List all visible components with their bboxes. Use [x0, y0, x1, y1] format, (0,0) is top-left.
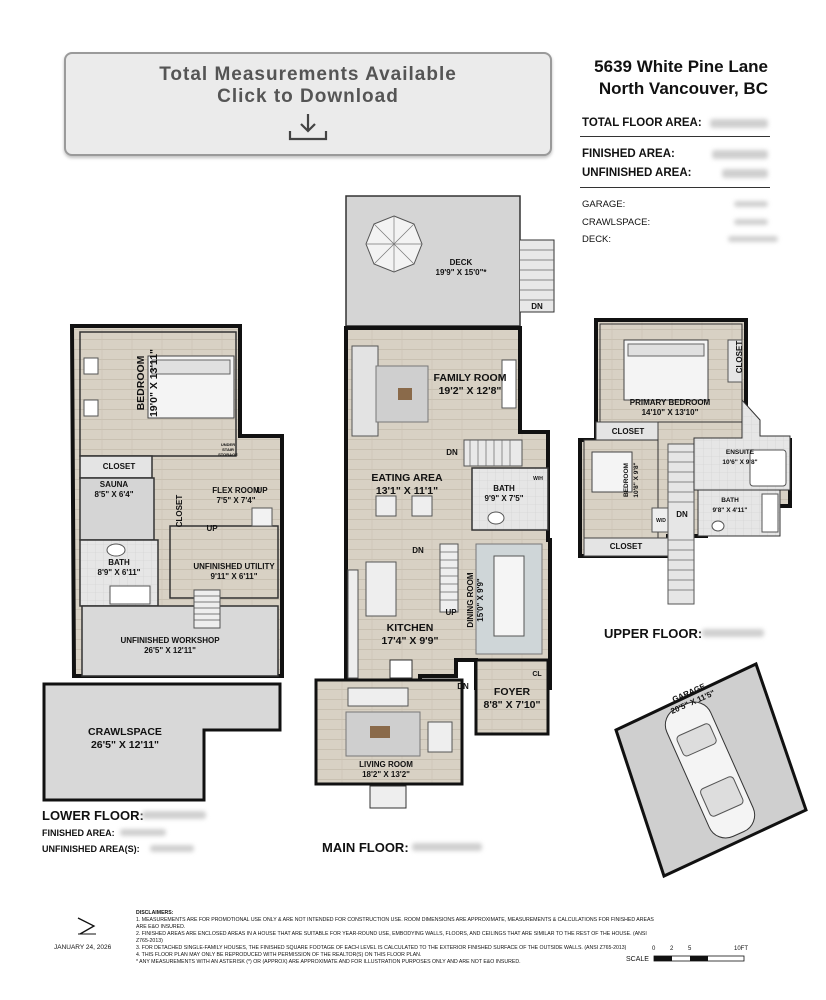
scale-label: SCALE	[626, 956, 649, 963]
scale-tick-label: 10FT	[734, 946, 749, 952]
divider	[580, 187, 770, 188]
scale-tick-label: 2	[670, 946, 674, 952]
flex-room-label: FLEX ROOM 7'5" X 7'4"	[212, 486, 260, 505]
upper-floor-area-value	[702, 629, 764, 637]
crawlspace-label: CRAWLSPACE 26'5" X 12'11"	[88, 726, 162, 751]
main-floor-area-value	[412, 843, 482, 851]
main-floor-title: MAIN FLOOR:	[322, 840, 409, 855]
upper-floor-plan	[578, 318, 792, 605]
family-room-label: FAMILY ROOM 19'2" X 12'8"	[433, 372, 507, 397]
lower-floor-plan	[42, 324, 284, 802]
primary-bedroom-label: PRIMARY BEDROOM 14'10" X 13'10"	[629, 398, 711, 417]
kitchen-label: KITCHEN 17'4" X 9'9"	[381, 622, 439, 647]
dining-room-label: DINING ROOM 15'0" X 9'9"	[466, 572, 485, 628]
stairs-down-label: DN	[446, 448, 458, 457]
download-banner[interactable]: Total Measurements Available Click to Do…	[64, 52, 552, 156]
lower-bath-label: BATH 8'9" X 6'11"	[97, 558, 141, 577]
address-line-1: 5639 White Pine Lane	[594, 57, 768, 76]
main-bath-label: BATH 9'9" X 7'5"	[484, 484, 524, 503]
lower-floor-title: LOWER FLOOR:	[42, 808, 144, 823]
stairs-up-label: UP	[256, 486, 268, 495]
stairs-up-label: UP	[445, 608, 457, 617]
disclaimer-line: * ANY MEASUREMENTS WITH AN ASTERISK (*) …	[136, 959, 521, 965]
upper-closet-label: CLOSET	[611, 427, 645, 436]
crawlspace-area-value	[734, 219, 768, 225]
stairs-up-label: UP	[206, 524, 218, 533]
garage-area-value	[734, 201, 768, 207]
lower-closet-label: CLOSET	[102, 462, 136, 471]
eating-area-label: EATING AREA 13'1" X 11'1"	[371, 472, 443, 497]
disclaimer-line: 1. MEASUREMENTS ARE FOR PROMOTIONAL USE …	[136, 917, 654, 930]
stairs-down-label: DN	[412, 546, 424, 555]
deck-label: DECK 19'9" X 15'0"*	[435, 258, 487, 277]
divider	[580, 136, 770, 137]
garage-area-label: GARAGE:	[582, 199, 626, 210]
banner-title: Total Measurements Available	[159, 64, 457, 85]
upper-bath-label: BATH 9'8" X 4'11"	[712, 497, 748, 514]
washer-dryer-label: W/D	[656, 518, 666, 524]
finished-area-label: FINISHED AREA:	[582, 148, 675, 160]
disclaimer-line: 3. FOR DETACHED SINGLE-FAMILY HOUSES, TH…	[136, 945, 627, 951]
lower-unfinished-label: UNFINISHED AREA(S):	[42, 844, 140, 854]
total-floor-area-label: TOTAL FLOOR AREA:	[582, 117, 702, 129]
unfinished-area-value	[722, 169, 768, 178]
lower-closet-2-label: CLOSET	[175, 494, 184, 528]
water-heater-label: W/H	[533, 476, 543, 482]
north-arrow-icon	[77, 917, 96, 935]
scale-bar	[653, 955, 745, 962]
disclaimer-line: 2. FINISHED AREAS ARE ENCLOSED AREAS IN …	[136, 931, 647, 944]
lower-unfinished-value	[150, 845, 194, 852]
main-floor-plan	[314, 195, 555, 809]
disclaimer-line: 4. THIS FLOOR PLAN MAY ONLY BE REPRODUCE…	[136, 952, 422, 958]
crawlspace-area-label: CRAWLSPACE:	[582, 217, 651, 228]
banner-subtitle: Click to Download	[217, 86, 399, 107]
foyer-label: FOYER 8'8" X 7'10"	[483, 686, 541, 711]
deck-area-value	[728, 236, 778, 242]
ensuite-label: ENSUITE 10'6" X 9'8"	[722, 449, 758, 466]
unfinished-utility-label: UNFINISHED UTILITY 9'11" X 6'11"	[193, 562, 275, 581]
deck-area-label: DECK:	[582, 234, 612, 245]
under-stair-storage-label: UNDER STAIR STORAGE	[218, 442, 238, 457]
lower-floor-area-value	[142, 811, 206, 819]
property-address: 5639 White Pine Lane North Vancouver, BC	[594, 56, 768, 100]
lower-bedroom-label: BEDROOM 19'0" X 13'11"	[135, 348, 160, 418]
garage-plan	[614, 661, 808, 879]
upper-closet-label: CLOSET	[609, 542, 643, 551]
sauna-label: SAUNA 8'5" X 6'4"	[94, 480, 134, 499]
scale-tick-label: 5	[688, 946, 692, 952]
scale-tick-label: 0	[652, 946, 656, 952]
stairs-down-label: DN	[676, 510, 688, 519]
unfinished-workshop-label: UNFINISHED WORKSHOP 26'5" X 12'11"	[120, 636, 220, 655]
unfinished-area-label: UNFINISHED AREA:	[582, 167, 692, 179]
finished-area-value	[712, 150, 768, 159]
total-floor-area-value	[710, 119, 768, 128]
living-room-label: LIVING ROOM 18'2" X 13'2"	[359, 760, 413, 779]
upper-bedroom-label: BEDROOM 10'8" X 9'8"	[623, 462, 640, 498]
plan-date: JANUARY 24, 2026	[54, 944, 112, 951]
stairs-down-label: DN	[457, 682, 469, 691]
disclaimers: DISCLAIMERS: 1. MEASUREMENTS ARE FOR PRO…	[136, 910, 656, 966]
stairs-down-label: DN	[531, 302, 543, 311]
disclaimers-title: DISCLAIMERS:	[136, 910, 174, 916]
closet-label: CL	[532, 671, 542, 678]
download-icon	[288, 114, 328, 141]
lower-finished-label: FINISHED AREA:	[42, 828, 115, 838]
upper-closet-label: CLOSET	[735, 340, 744, 374]
address-line-2: North Vancouver, BC	[598, 79, 768, 98]
upper-floor-title: UPPER FLOOR:	[604, 626, 703, 641]
lower-finished-value	[120, 829, 166, 836]
